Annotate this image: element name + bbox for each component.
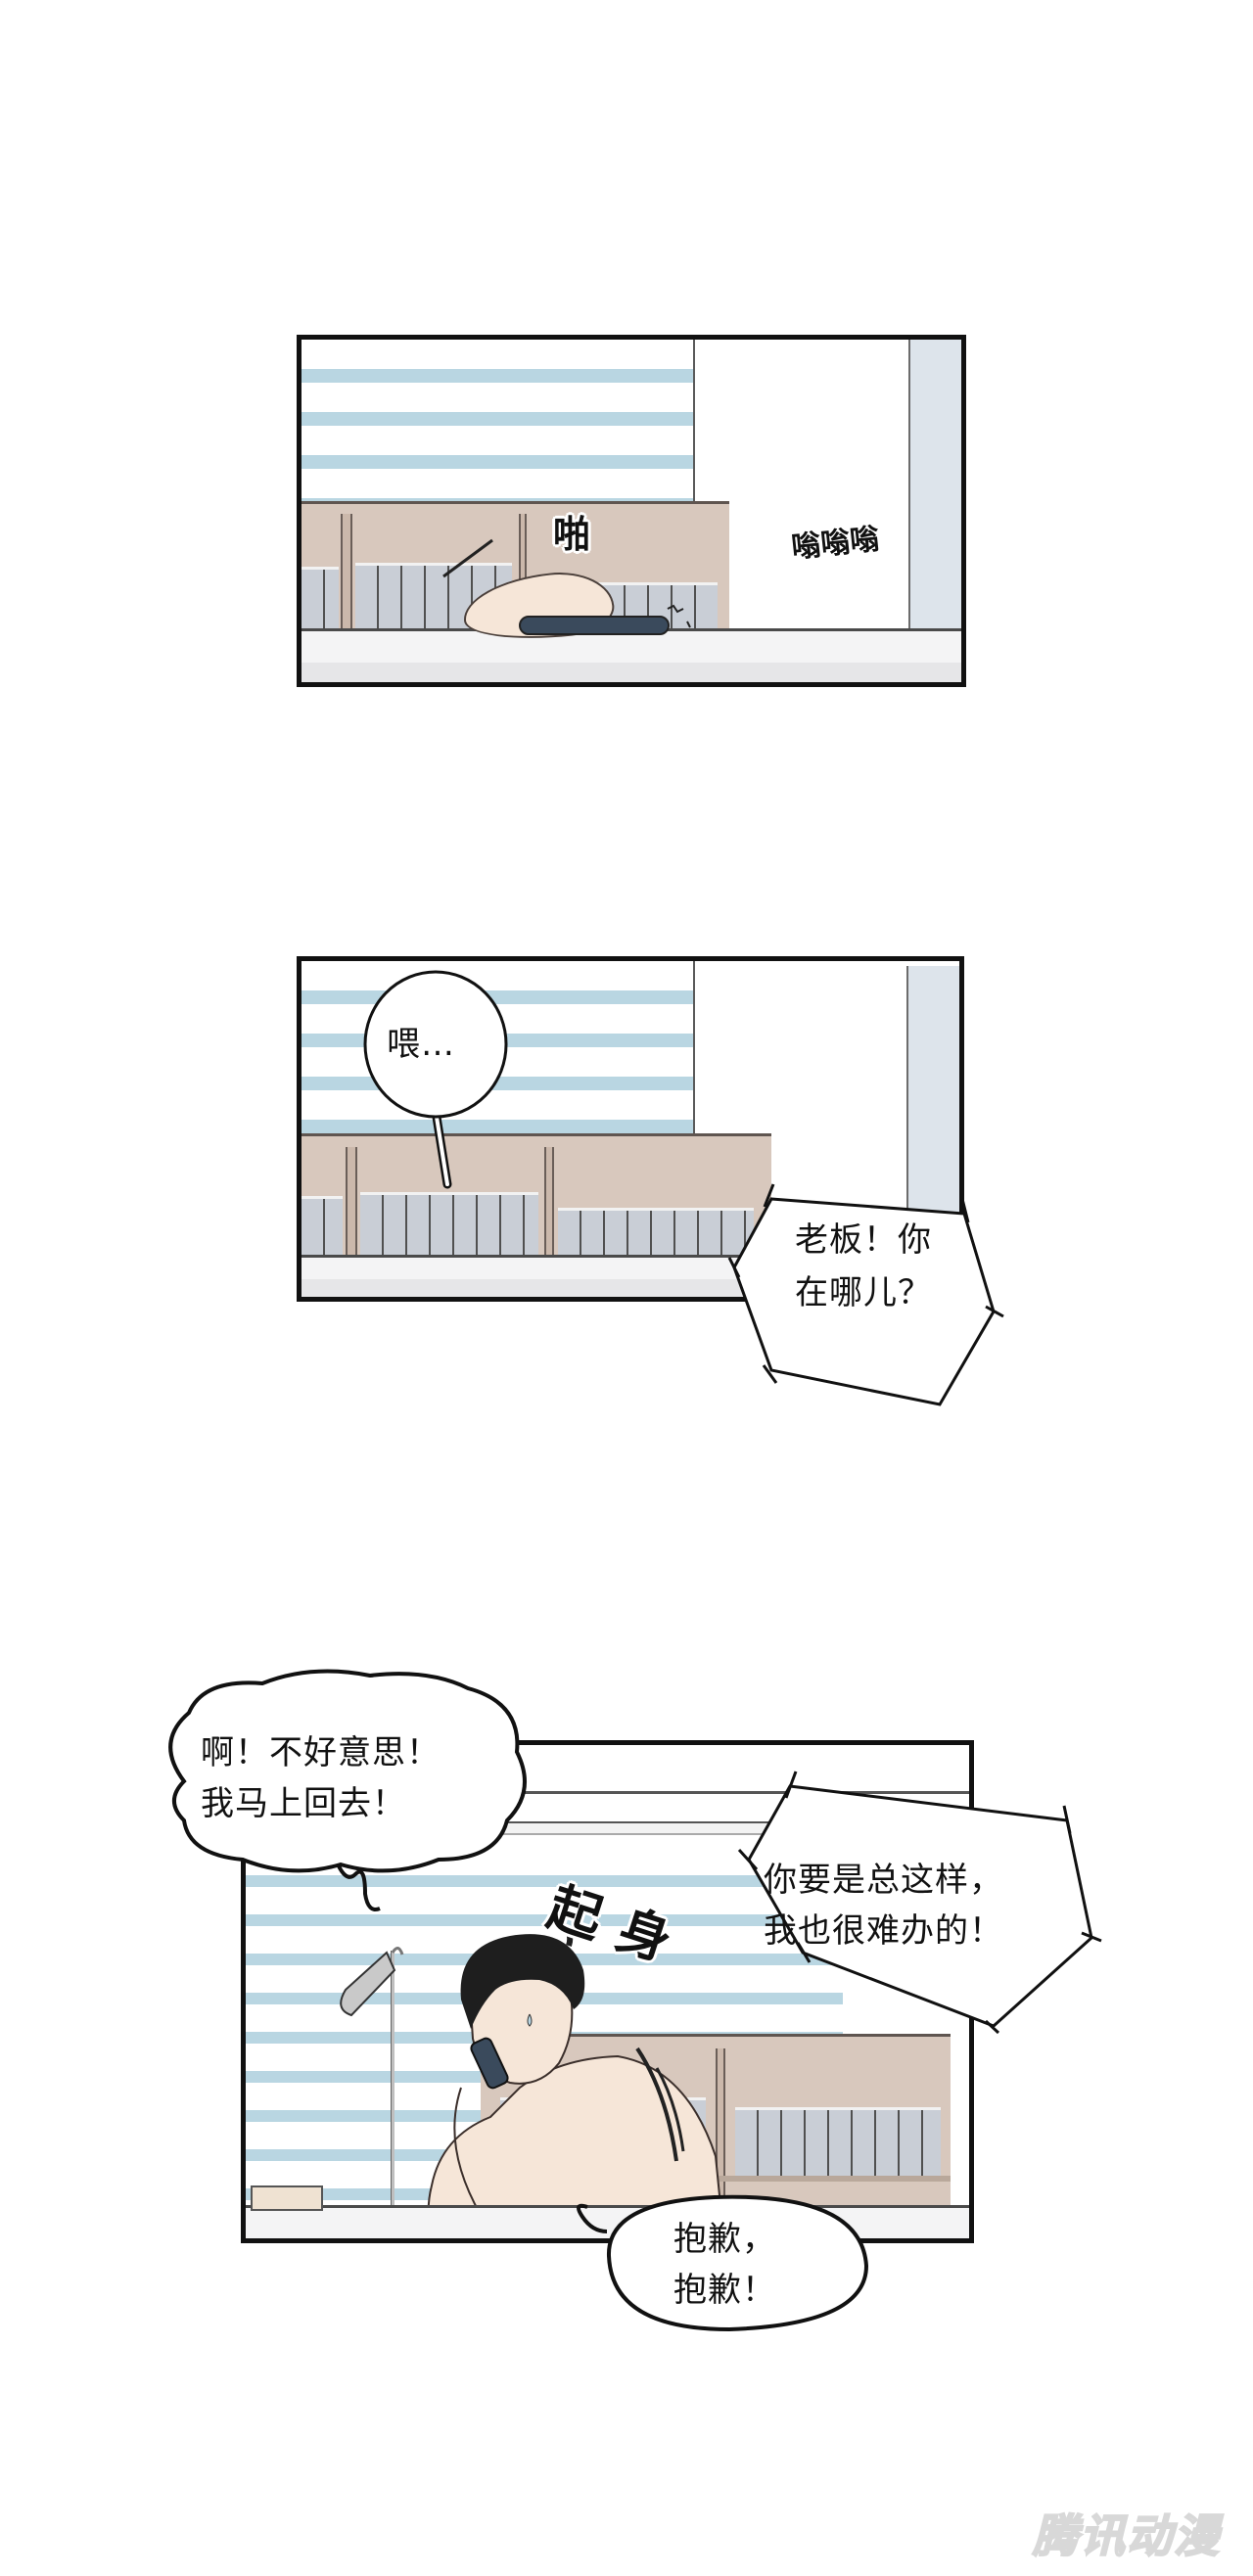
window-frame-line [693, 340, 695, 506]
shelf-divider [544, 1147, 554, 1259]
speech-bubble-jagged [737, 1771, 1102, 2035]
books-row [360, 1192, 538, 1259]
bubble-text-hello: 喂… [387, 1025, 455, 1064]
window-blinds [302, 340, 693, 506]
bubble-text-complaint: 你要是总这样， 我也很难办的！ [764, 1861, 1003, 1951]
wall-pillar [908, 340, 961, 633]
man-figure [427, 1918, 725, 2238]
shelf-divider [341, 514, 352, 633]
desk-lamp-pole [391, 1951, 394, 2225]
speech-bubble-jagged [727, 1183, 1004, 1406]
shelf-divider [346, 1147, 357, 1259]
books-row [558, 1208, 754, 1259]
bubble-text-boss: 老板！你 在哪儿？ [795, 1220, 932, 1312]
bubble-text-sorry-back: 啊！不好意思！ 我马上回去！ [201, 1733, 441, 1823]
speech-bubble-oval [577, 2194, 869, 2332]
bubble-text-apology: 抱歉， 抱歉！ [673, 2220, 776, 2310]
sfx-tap: 啪 [553, 513, 591, 556]
motion-line-icon [442, 538, 493, 578]
desk-edge [302, 663, 961, 682]
speech-bubble-round [363, 970, 508, 1189]
comic-panel-1 [297, 335, 966, 687]
shelf-divider [519, 514, 527, 633]
books-row [302, 1196, 343, 1259]
desk-item [251, 2185, 323, 2211]
phone-on-desk [519, 616, 670, 635]
sfx-buzz: 嗡嗡嗡 [789, 522, 881, 566]
motion-lines-icon [635, 2047, 685, 2162]
speech-bubble-cloud [168, 1669, 527, 1911]
books-row [302, 567, 339, 633]
vibration-marks-icon [667, 604, 691, 628]
window-frame-line [693, 961, 695, 1137]
desk-lamp-icon [340, 1947, 404, 2017]
books-row [735, 2107, 941, 2178]
publisher-watermark: 腾讯动漫 [1032, 2508, 1221, 2563]
shelf-divider [716, 2048, 725, 2220]
ceiling-trim [383, 1791, 969, 1794]
